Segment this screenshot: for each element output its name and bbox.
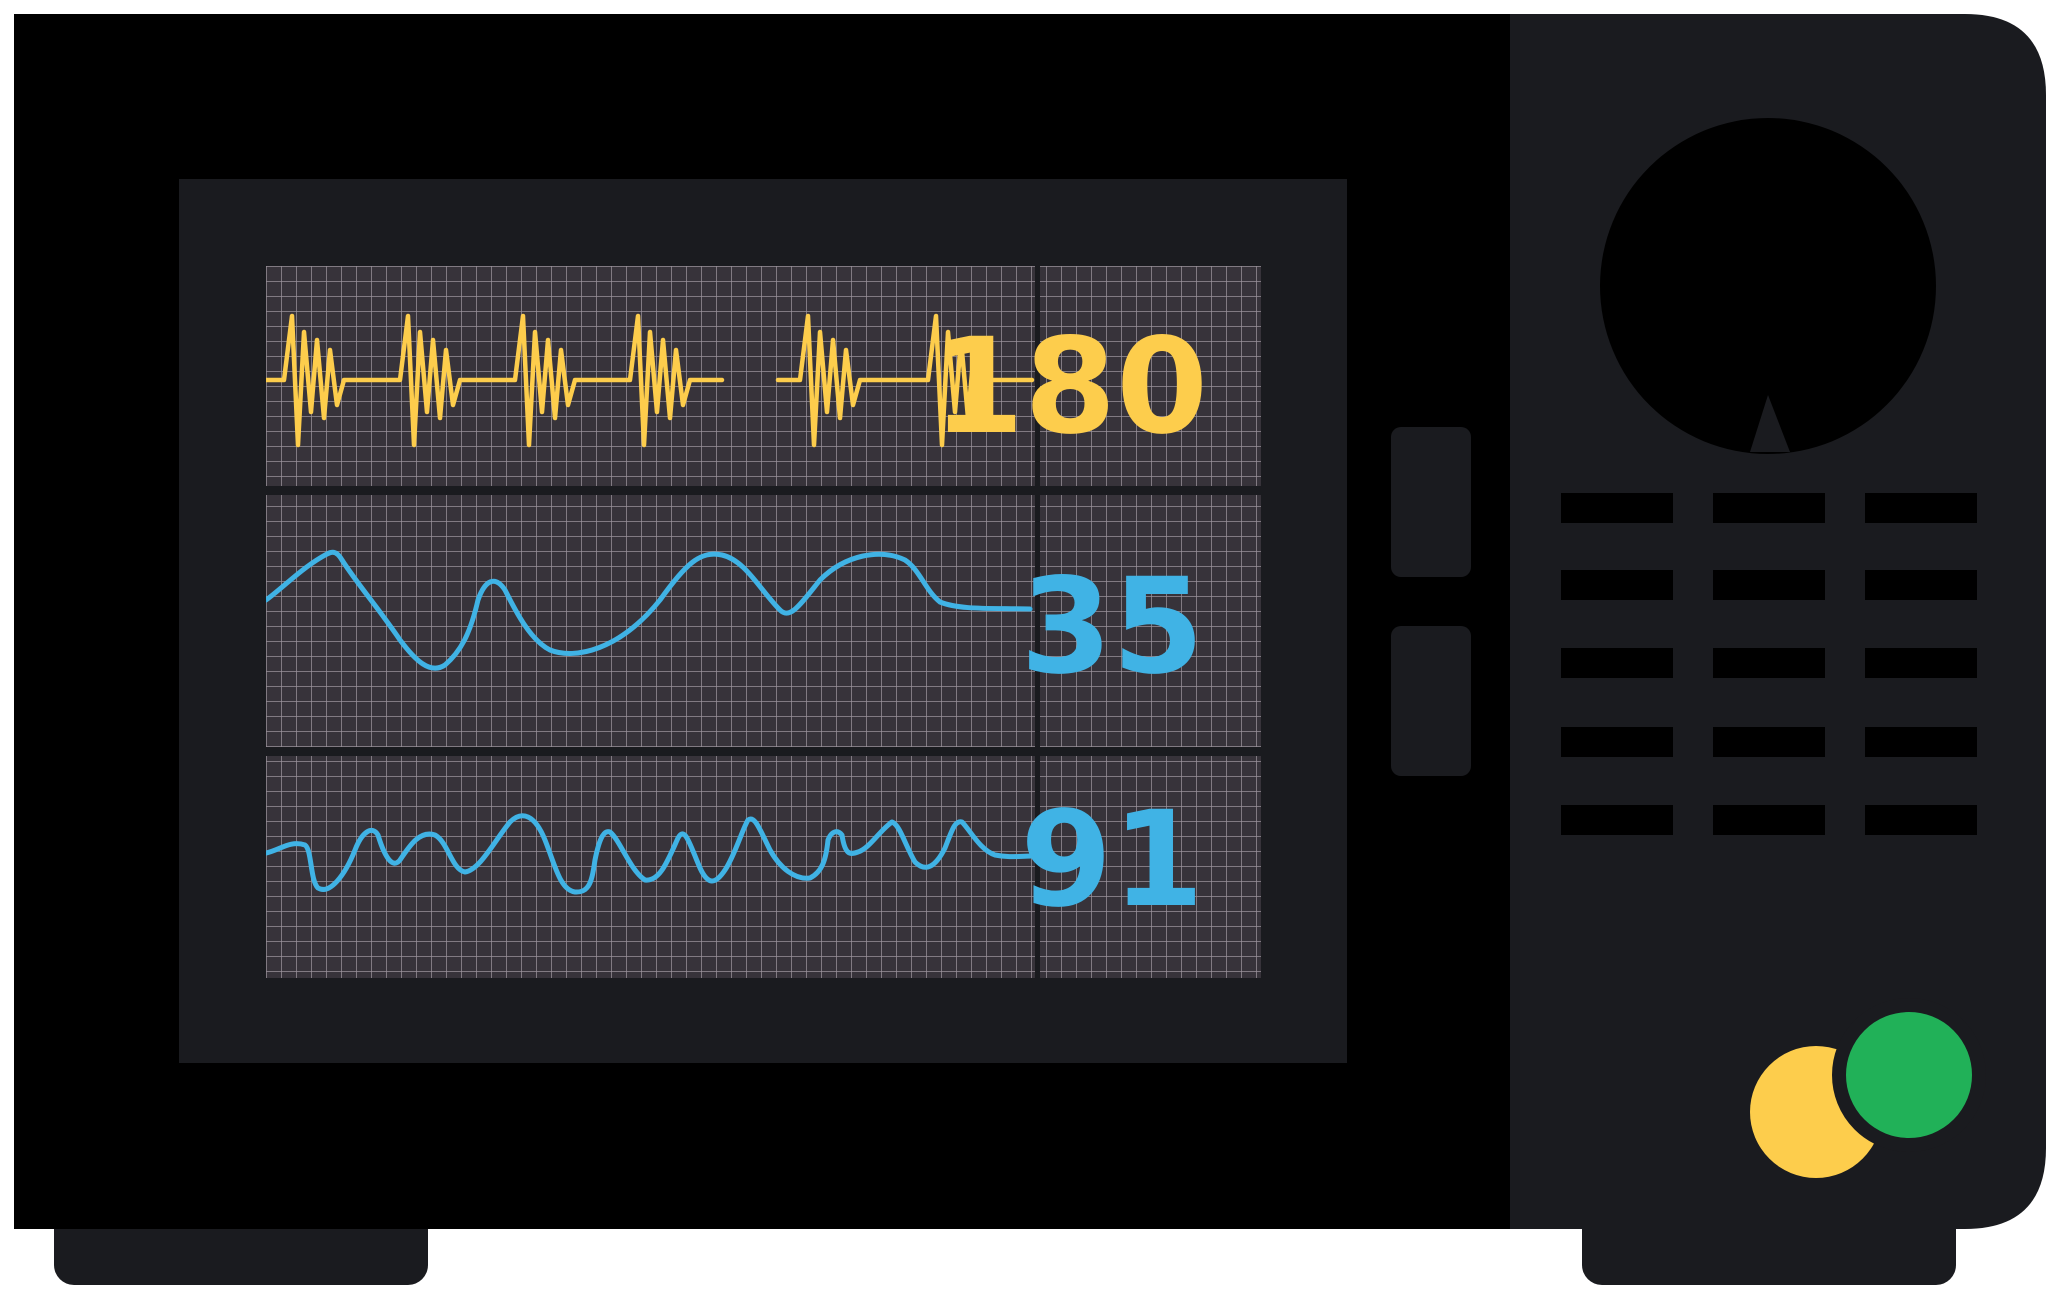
ecg-waveform-segment (266, 313, 725, 448)
side-button-top[interactable] (1391, 427, 1471, 577)
channel-divider-2 (266, 747, 1261, 756)
spo2-readout: 91 (1020, 783, 1204, 937)
spo2-waveform (266, 813, 1035, 895)
speaker-slot (1865, 805, 1977, 835)
readout-column-divider (1035, 266, 1040, 978)
ecg-waveform-segment (775, 313, 1035, 448)
speaker-slot (1561, 727, 1673, 757)
speaker-slot (1713, 648, 1825, 678)
speaker-slot (1713, 493, 1825, 523)
speaker-slot (1865, 648, 1977, 678)
green-indicator-light (1832, 998, 1986, 1152)
side-button-bottom[interactable] (1391, 626, 1471, 776)
dial-knob-icon[interactable] (1600, 118, 1936, 454)
channel-divider-1 (266, 486, 1261, 495)
respiration-waveform (266, 549, 1033, 671)
speaker-slot (1865, 493, 1977, 523)
speaker-slot (1865, 570, 1977, 600)
speaker-slot (1561, 493, 1673, 523)
respiration-readout: 35 (1020, 550, 1204, 704)
speaker-slot (1561, 648, 1673, 678)
speaker-slot (1865, 727, 1977, 757)
speaker-grille-icon (1561, 493, 1977, 835)
monitor-screen (266, 266, 1261, 978)
ecg-readout: 180 (932, 310, 1208, 464)
speaker-slot (1713, 570, 1825, 600)
speaker-slot (1713, 727, 1825, 757)
speaker-slot (1561, 805, 1673, 835)
speaker-slot (1713, 805, 1825, 835)
speaker-slot (1561, 570, 1673, 600)
ecg-waveform (266, 313, 1035, 448)
